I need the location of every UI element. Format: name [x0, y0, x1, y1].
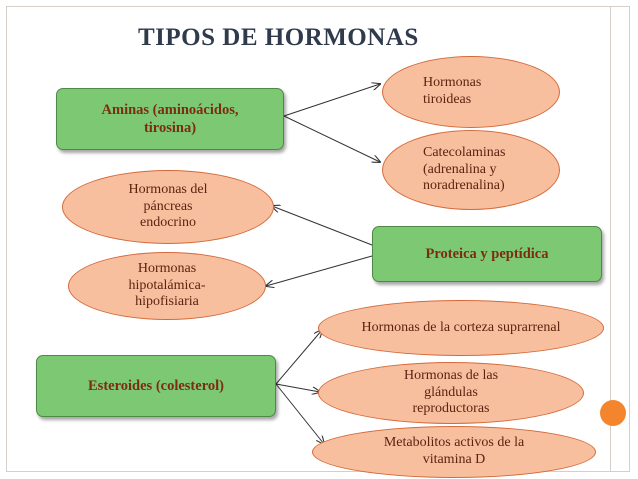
arrow-aminas-tiroideas — [283, 84, 380, 117]
oval-glandulas: Hormonas de las glándulas reproductoras — [318, 362, 584, 424]
accent-dot-icon — [600, 400, 626, 426]
arrow-esteroides-vitamina — [275, 383, 324, 444]
box-proteica-label: Proteica y peptídica — [425, 245, 549, 262]
slide-frame — [6, 6, 630, 472]
oval-corteza-label: Hormonas de la corteza suprarrenal — [361, 319, 561, 335]
oval-catecolaminas: Catecolaminas (adrenalina y noradrenalin… — [382, 130, 560, 210]
oval-tiroideas-label: Hormonas tiroideas — [423, 75, 482, 107]
oval-hipotalamica: Hormonas hipotalámica-hipofisiaria — [68, 252, 266, 320]
box-esteroides-label: Esteroides (colesterol) — [88, 377, 224, 394]
box-aminas-label: Aminas (aminoácidos, tirosina) — [101, 101, 239, 136]
oval-tiroideas: Hormonas tiroideas — [382, 56, 560, 128]
oval-vitamina-label: Metabolitos activos de la vitamina D — [383, 435, 525, 467]
arrow-aminas-catecolaminas — [283, 115, 380, 162]
oval-pancreas: Hormonas del páncreas endocrino — [62, 170, 274, 244]
oval-hipotalamica-label: Hormonas hipotalámica-hipofisiaria — [128, 260, 206, 310]
oval-vitamina: Metabolitos activos de la vitamina D — [312, 426, 596, 478]
oval-pancreas-label: Hormonas del páncreas endocrino — [128, 181, 208, 231]
oval-corteza: Hormonas de la corteza suprarrenal — [318, 300, 604, 356]
arrow-esteroides-corteza — [275, 330, 322, 385]
arrow-proteica-hipotalamica — [266, 255, 373, 286]
box-aminas: Aminas (aminoácidos, tirosina) — [56, 88, 284, 150]
oval-glandulas-label: Hormonas de las glándulas reproductoras — [403, 367, 499, 417]
box-esteroides: Esteroides (colesterol) — [36, 355, 276, 417]
slide-right-rule — [610, 6, 611, 472]
oval-catecolaminas-label: Catecolaminas (adrenalina y noradrenalin… — [423, 144, 506, 194]
box-proteica: Proteica y peptídica — [372, 226, 602, 282]
page-title: TIPOS DE HORMONAS — [138, 24, 419, 51]
arrow-proteica-pancreas — [272, 206, 373, 246]
arrow-esteroides-glandulas — [275, 383, 320, 392]
